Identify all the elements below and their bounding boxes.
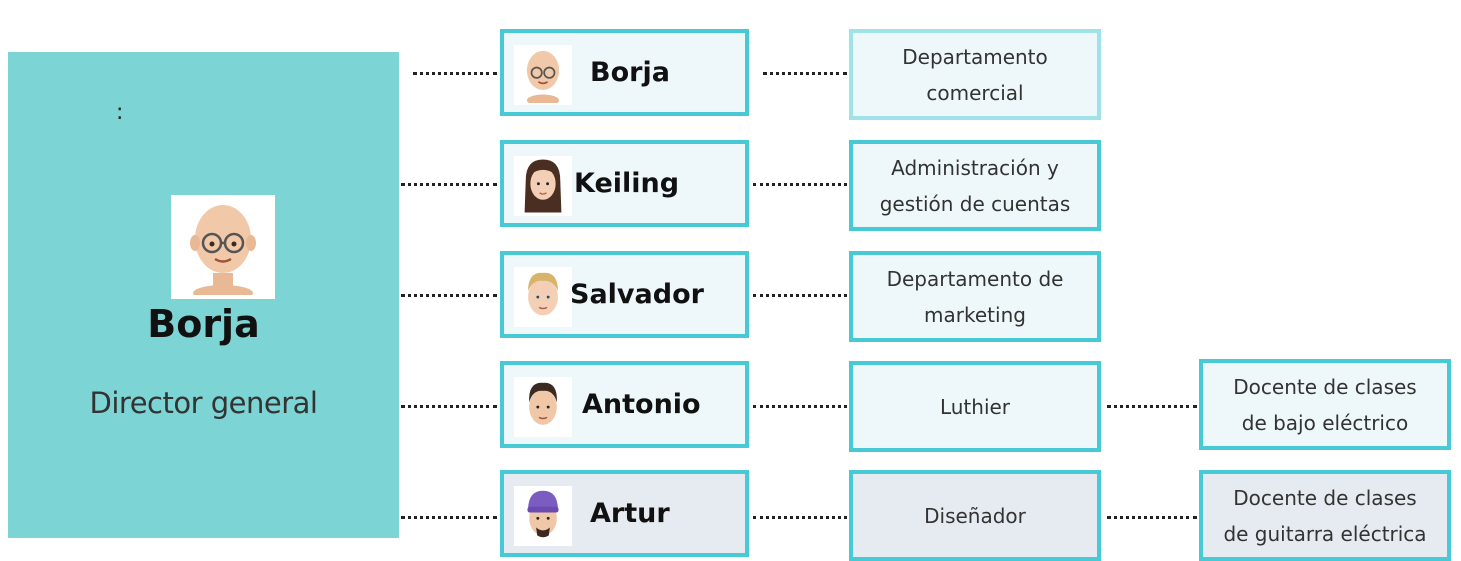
person-card-salvador: Salvador (500, 251, 749, 338)
person-avatar (514, 45, 572, 105)
department-line: Departamento de (886, 266, 1064, 291)
person-card-antonio: Antonio (500, 361, 749, 448)
bald-man-glasses-icon (190, 205, 256, 295)
connector-dots (401, 294, 497, 297)
department-box: Departamento comercial (849, 29, 1101, 120)
connector-dots (413, 72, 497, 75)
person-avatar (514, 156, 572, 216)
person-card-artur: Artur (500, 470, 749, 557)
connector-dots (753, 183, 847, 186)
person-avatar (514, 377, 572, 437)
person-card-borja: Borja (500, 29, 749, 116)
subrole-line: de guitarra eléctrica (1223, 521, 1427, 546)
connector-dots (753, 294, 847, 297)
department-line: Departamento (902, 44, 1048, 69)
woman-dark-hair-icon (524, 159, 562, 213)
department-box: Departamento de marketing (849, 251, 1101, 342)
department-line: gestión de cuentas (879, 191, 1071, 216)
connector-dots (401, 183, 497, 186)
colon-text: : (116, 100, 124, 125)
person-avatar (514, 486, 572, 546)
department-box: Diseñador (849, 470, 1101, 561)
director-avatar (171, 195, 275, 299)
connector-dots (1107, 516, 1197, 519)
person-name: Antonio (582, 389, 701, 420)
director-card: : Borja Director general (8, 52, 399, 538)
director-role: Director general (89, 386, 318, 420)
department-line: comercial (926, 80, 1024, 105)
person-name: Artur (590, 498, 670, 529)
connector-dots (1107, 405, 1197, 408)
connector-dots (763, 72, 847, 75)
subrole-box: Docente de clases de bajo eléctrico (1199, 359, 1451, 450)
director-name: Borja (147, 302, 260, 346)
department-line: marketing (924, 302, 1026, 327)
bald-man-glasses-icon (526, 50, 560, 103)
person-avatar (514, 267, 572, 327)
subrole-line: Docente de clases (1233, 374, 1417, 399)
connector-dots (753, 405, 847, 408)
connector-dots (753, 516, 847, 519)
department-line: Administración y (891, 155, 1059, 180)
purple-beanie-man-icon (527, 490, 559, 538)
department-box: Administración y gestión de cuentas (849, 140, 1101, 231)
subrole-line: de bajo eléctrico (1241, 410, 1409, 435)
connector-dots (401, 405, 497, 408)
dark-hair-man-icon (529, 382, 557, 425)
person-name: Salvador (570, 279, 704, 310)
subrole-box: Docente de clases de guitarra eléctrica (1199, 470, 1451, 561)
department-box: Luthier (849, 361, 1101, 452)
person-card-keiling: Keiling (500, 140, 749, 227)
connector-dots (401, 516, 497, 519)
person-name: Borja (590, 57, 670, 88)
blond-man-icon (528, 272, 558, 316)
subrole-line: Docente de clases (1233, 485, 1417, 510)
department-line: Luthier (939, 394, 1011, 419)
department-line: Diseñador (924, 503, 1026, 528)
person-name: Keiling (574, 168, 680, 199)
